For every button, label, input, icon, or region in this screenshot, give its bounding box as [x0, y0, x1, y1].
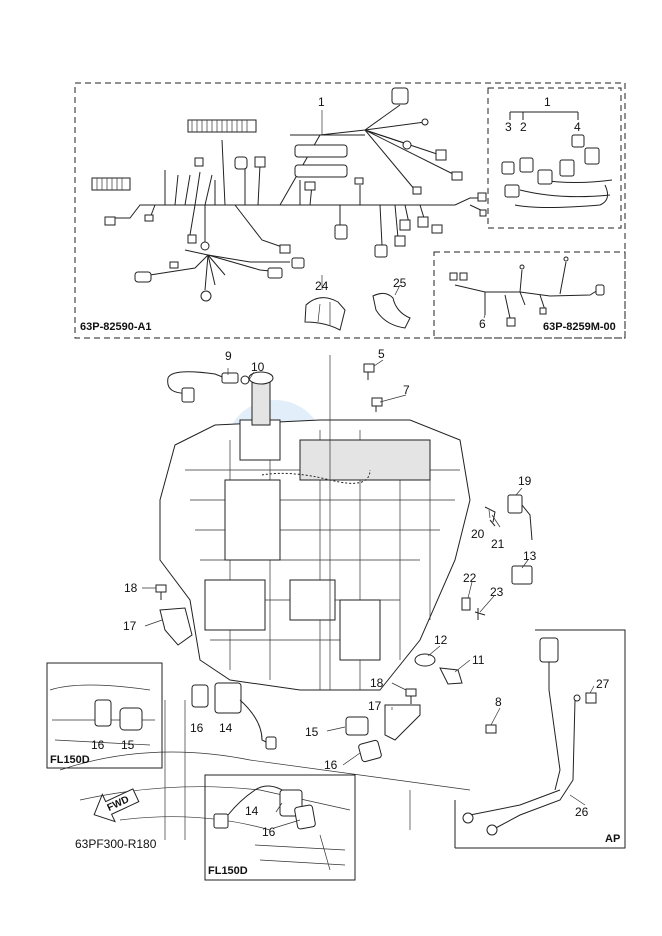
callout-27: 27 — [596, 677, 610, 691]
part-16-seal-lower — [358, 739, 382, 763]
callout-4: 4 — [574, 120, 581, 134]
callout-18-upper: 18 — [124, 581, 138, 595]
part-23-bolt — [474, 608, 486, 620]
figure-code: 63PF300-R180 — [75, 837, 157, 851]
callouts: 1 1 2 3 4 24 25 6 9 10 5 7 19 20 21 13 2… — [91, 95, 610, 839]
main-harness-box — [74, 82, 626, 339]
part-17-bracket-lower — [384, 704, 421, 741]
engine-block — [159, 355, 471, 691]
variant-label-ap: AP — [605, 833, 620, 845]
part-22-bracket — [461, 597, 471, 611]
part-11-sensor — [439, 667, 463, 685]
callout-15-left: 15 — [121, 738, 135, 752]
part-18-bolt-upper — [155, 584, 167, 600]
callout-17-upper: 17 — [123, 619, 137, 633]
main-harness-connectors — [91, 87, 487, 302]
callout-21: 21 — [491, 537, 505, 551]
callout-5: 5 — [378, 347, 385, 361]
fl150d-left-box — [46, 662, 163, 769]
part-8-bolt — [485, 724, 497, 734]
callout-2: 2 — [520, 120, 527, 134]
sub-harness-code: 63P-8259M-00 — [543, 321, 616, 333]
part-19-sensor — [507, 494, 533, 541]
callout-20: 20 — [471, 527, 485, 541]
part-13-sensor — [511, 565, 533, 585]
part-24-grommet — [304, 297, 346, 331]
callout-7: 7 — [403, 383, 410, 397]
callout-24: 24 — [315, 279, 329, 293]
main-harness-code: 63P-82590-A1 — [80, 321, 152, 333]
callout-8: 8 — [495, 695, 502, 709]
part-7-bolt — [371, 397, 383, 412]
part-10-washer — [240, 375, 250, 385]
fwd-arrow: FWD — [93, 788, 140, 823]
sub-harness-6 — [449, 256, 605, 327]
leader-lines — [142, 110, 595, 829]
fl150d-bottom-box — [204, 774, 356, 881]
callout-16-bottom: 16 — [262, 825, 276, 839]
callout-26: 26 — [575, 805, 589, 819]
part-15-cover — [345, 716, 369, 736]
callout-9: 9 — [225, 349, 232, 363]
callout-1-inset: 1 — [544, 95, 551, 109]
part-17-bracket-upper — [159, 607, 193, 646]
variant-label-bottom: FL150D — [208, 865, 248, 877]
callout-12: 12 — [434, 633, 448, 647]
lower-mount — [59, 700, 471, 840]
inset-harness-1 — [501, 111, 613, 208]
part-16-seal-mid — [191, 684, 209, 708]
callout-14-mid: 14 — [219, 721, 233, 735]
callout-19: 19 — [518, 474, 532, 488]
part-25-grommet — [372, 292, 411, 329]
callout-11: 11 — [472, 653, 485, 667]
part-20-bracket — [484, 506, 496, 523]
callout-25: 25 — [393, 276, 407, 290]
callout-14-bottom: 14 — [245, 804, 259, 818]
callout-23: 23 — [490, 585, 504, 599]
callout-15-lower: 15 — [305, 725, 319, 739]
part-9-sensor — [167, 371, 239, 403]
part-14-harness-mid — [214, 682, 277, 750]
part-18-bolt-lower — [405, 688, 417, 704]
callout-17-lower: 17 — [368, 699, 382, 713]
callout-3: 3 — [505, 120, 512, 134]
callout-16-lower: 16 — [324, 758, 338, 772]
callout-16-left: 16 — [91, 738, 105, 752]
callout-18-lower: 18 — [370, 676, 384, 690]
callout-13: 13 — [523, 549, 537, 563]
callout-6: 6 — [479, 317, 486, 331]
ap-right-box — [454, 629, 626, 849]
part-12-grommet — [414, 653, 436, 667]
callout-10: 10 — [251, 360, 265, 374]
part-5-bolt — [363, 363, 375, 380]
part-21-bolt — [489, 519, 496, 527]
variant-label-left: FL150D — [50, 754, 90, 766]
callout-1-top: 1 — [318, 95, 325, 109]
callout-22: 22 — [463, 571, 477, 585]
callout-16-mid: 16 — [190, 721, 204, 735]
